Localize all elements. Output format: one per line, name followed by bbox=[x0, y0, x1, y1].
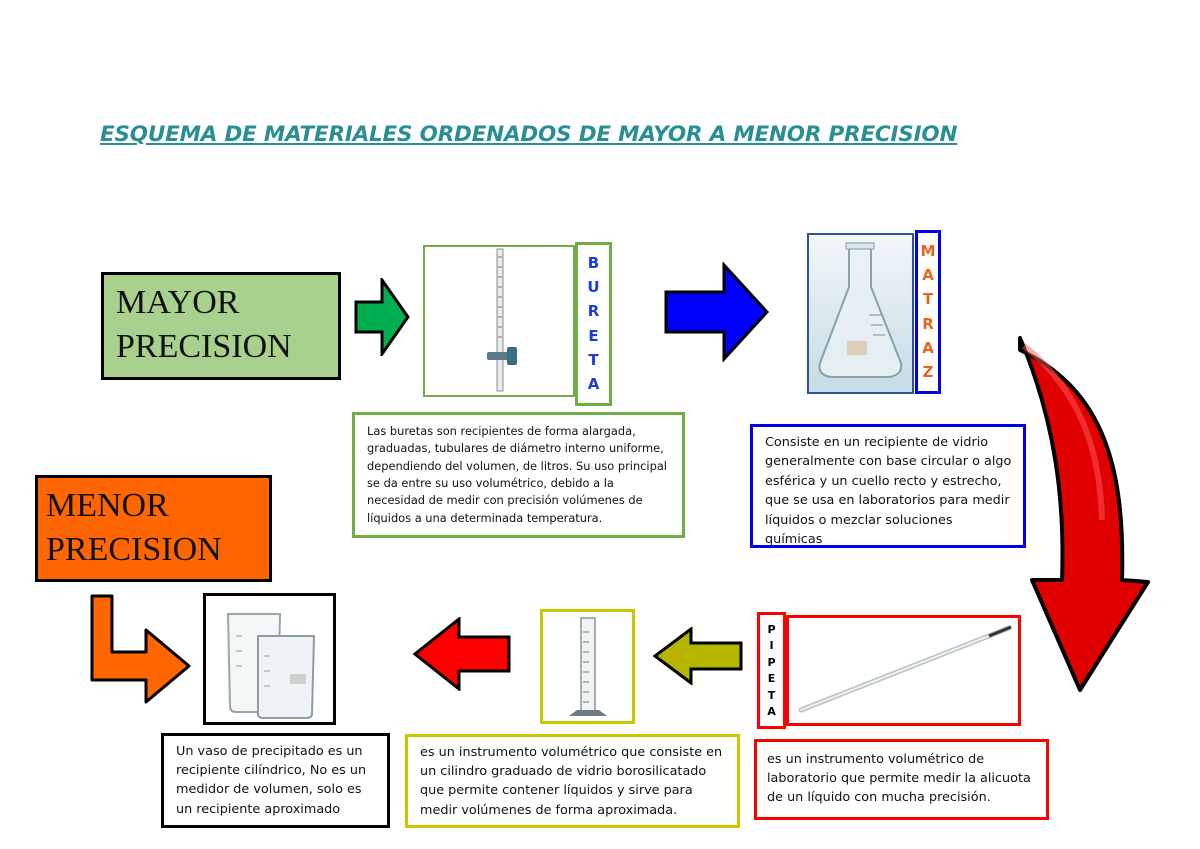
bureta-letter: R bbox=[587, 302, 600, 321]
curved-arrow-red bbox=[1018, 336, 1150, 692]
mayor-precision-box: MAYOR PRECISION bbox=[101, 272, 341, 380]
pipeta-letter: I bbox=[769, 639, 774, 653]
erlenmeyer-flask-icon bbox=[818, 242, 903, 378]
probeta-image bbox=[540, 609, 635, 724]
matraz-image bbox=[807, 233, 914, 394]
matraz-letter: Z bbox=[922, 363, 934, 382]
bureta-letter: B bbox=[587, 253, 600, 272]
beakers-icon bbox=[226, 613, 316, 719]
arrow-left-olive bbox=[653, 627, 743, 685]
bureta-image bbox=[423, 245, 575, 397]
graduated-cylinder-icon bbox=[569, 617, 607, 716]
pipeta-vertical-label: P I P E T A bbox=[757, 612, 786, 729]
bureta-letter: T bbox=[588, 350, 599, 369]
burette-icon bbox=[487, 248, 517, 392]
pipeta-image bbox=[786, 615, 1021, 726]
matraz-vertical-label: M A T R A Z bbox=[915, 230, 941, 394]
menor-line1: MENOR bbox=[46, 487, 169, 524]
mayor-line2: PRECISION bbox=[116, 327, 292, 365]
probeta-description: es un instrumento volumétrico que consis… bbox=[405, 734, 740, 828]
vaso-image bbox=[203, 593, 336, 725]
vaso-description: Un vaso de precipitado es un recipiente … bbox=[161, 733, 390, 828]
arrow-right-blue bbox=[664, 262, 770, 362]
bureta-description: Las buretas son recipientes de forma ala… bbox=[352, 412, 685, 538]
pipeta-description: es un instrumento volumétrico de laborat… bbox=[754, 739, 1049, 820]
pipeta-letter: A bbox=[767, 705, 776, 719]
pipeta-letter: E bbox=[767, 672, 776, 686]
matraz-letter: A bbox=[922, 338, 934, 357]
arrow-left-red bbox=[413, 617, 511, 691]
bureta-vertical-label: B U R E T A bbox=[575, 242, 612, 406]
matraz-description: Consiste en un recipiente de vidrio gene… bbox=[750, 424, 1026, 548]
matraz-letter: A bbox=[922, 265, 934, 284]
pipeta-letter: T bbox=[767, 688, 776, 702]
pipeta-letter: P bbox=[767, 655, 776, 669]
pipette-icon bbox=[798, 625, 1012, 713]
menor-precision-box: MENOR PRECISION bbox=[35, 475, 272, 582]
bureta-letter: A bbox=[587, 375, 600, 394]
bureta-letter: E bbox=[588, 326, 599, 345]
matraz-letter: M bbox=[920, 241, 936, 260]
matraz-letter: T bbox=[922, 290, 934, 309]
bureta-letter: U bbox=[587, 277, 600, 296]
arrow-elbow-orange bbox=[90, 594, 191, 704]
pipeta-letter: P bbox=[767, 622, 776, 636]
arrow-right-green bbox=[354, 278, 410, 356]
menor-line2: PRECISION bbox=[46, 530, 222, 568]
page-title: ESQUEMA DE MATERIALES ORDENADOS DE MAYOR… bbox=[100, 122, 958, 147]
matraz-letter: R bbox=[922, 314, 934, 333]
mayor-line1: MAYOR bbox=[116, 284, 240, 321]
